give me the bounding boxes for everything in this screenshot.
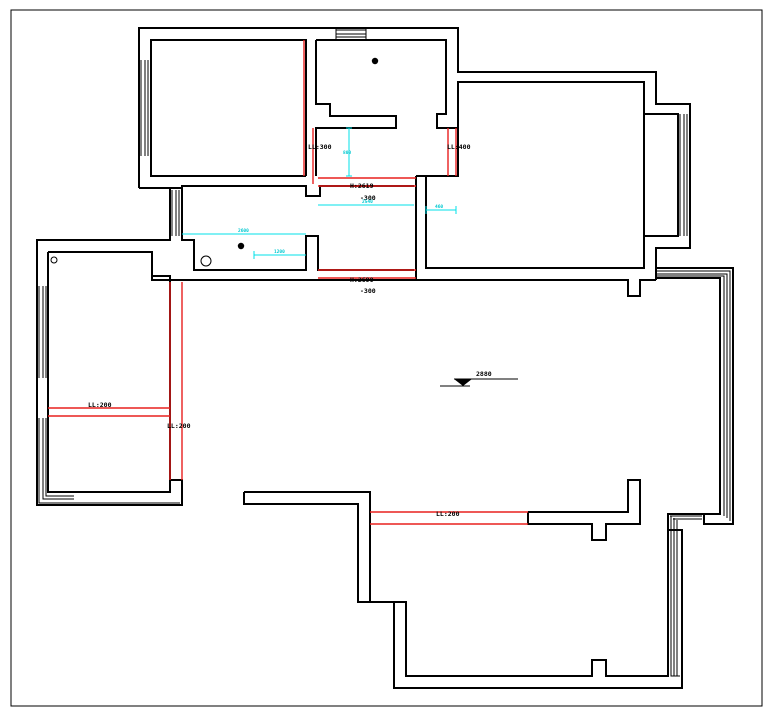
label-height-lower: H:2690 bbox=[350, 276, 374, 284]
wall-right-exterior bbox=[656, 267, 734, 525]
wall-left-wing-connector bbox=[151, 276, 656, 297]
wall-top-block-outer bbox=[138, 27, 691, 280]
dimensions bbox=[182, 127, 457, 259]
window-living-right bbox=[670, 515, 702, 677]
window-top-center bbox=[335, 28, 367, 40]
wall-left-wing-outer bbox=[36, 188, 183, 506]
label-height-upper: H:2619 bbox=[350, 182, 374, 190]
fixture-dot-bathroom bbox=[371, 57, 379, 65]
fixture-dot-corridor bbox=[237, 242, 245, 250]
window-corridor bbox=[171, 190, 180, 236]
label-dim-upper-horizontal: 2540 bbox=[362, 199, 373, 205]
drawing-frame bbox=[10, 9, 763, 707]
window-top-left bbox=[140, 60, 149, 156]
wall-bathroom-partition bbox=[315, 40, 397, 176]
windows bbox=[38, 28, 731, 677]
wall-left-wing-inner bbox=[47, 251, 171, 493]
window-left-wing-lower bbox=[38, 418, 180, 504]
label-beam-left-wing: LL:200 bbox=[88, 401, 112, 409]
label-beam-top-left: LL:300 bbox=[308, 143, 332, 151]
beams bbox=[48, 40, 528, 525]
wall-living-right-notch bbox=[527, 479, 641, 541]
window-right-long bbox=[656, 270, 731, 521]
label-dim-upper-small: 460 bbox=[435, 204, 443, 210]
wall-center-partition bbox=[414, 176, 417, 281]
window-right-bedroom bbox=[679, 114, 688, 236]
label-dim-mid-long: 2600 bbox=[238, 228, 249, 234]
wall-living-lower bbox=[243, 491, 683, 689]
elevation-marker: 2880 bbox=[440, 370, 518, 387]
elevation-triangle-icon bbox=[454, 379, 472, 386]
wall-bathroom-inner bbox=[316, 39, 459, 177]
label-beam-west: LL:200 bbox=[167, 422, 191, 430]
label-height-upper-offset: -300 bbox=[360, 194, 376, 202]
label-beam-living: LL:200 bbox=[436, 510, 460, 518]
elevation-value: 2880 bbox=[476, 370, 492, 378]
wall-living-right-link bbox=[667, 513, 704, 530]
wall-bedroom-right-inner bbox=[425, 81, 645, 269]
wall-top-block-bottom bbox=[139, 185, 414, 197]
fixture-ring-corridor bbox=[200, 255, 212, 267]
wall-corridor-block bbox=[181, 188, 414, 271]
wall-bedroom-left-inner bbox=[150, 39, 307, 177]
window-left-wing-upper bbox=[38, 286, 47, 378]
label-dim-mid-short: 1200 bbox=[274, 249, 285, 255]
label-dim-upper-vertical: 800 bbox=[343, 150, 351, 156]
fixture-ring-left-wing bbox=[50, 256, 58, 264]
wall-right-window-jamb bbox=[644, 113, 679, 237]
label-beam-top-right: LL:400 bbox=[447, 143, 471, 151]
label-height-lower-offset: -300 bbox=[360, 287, 376, 295]
